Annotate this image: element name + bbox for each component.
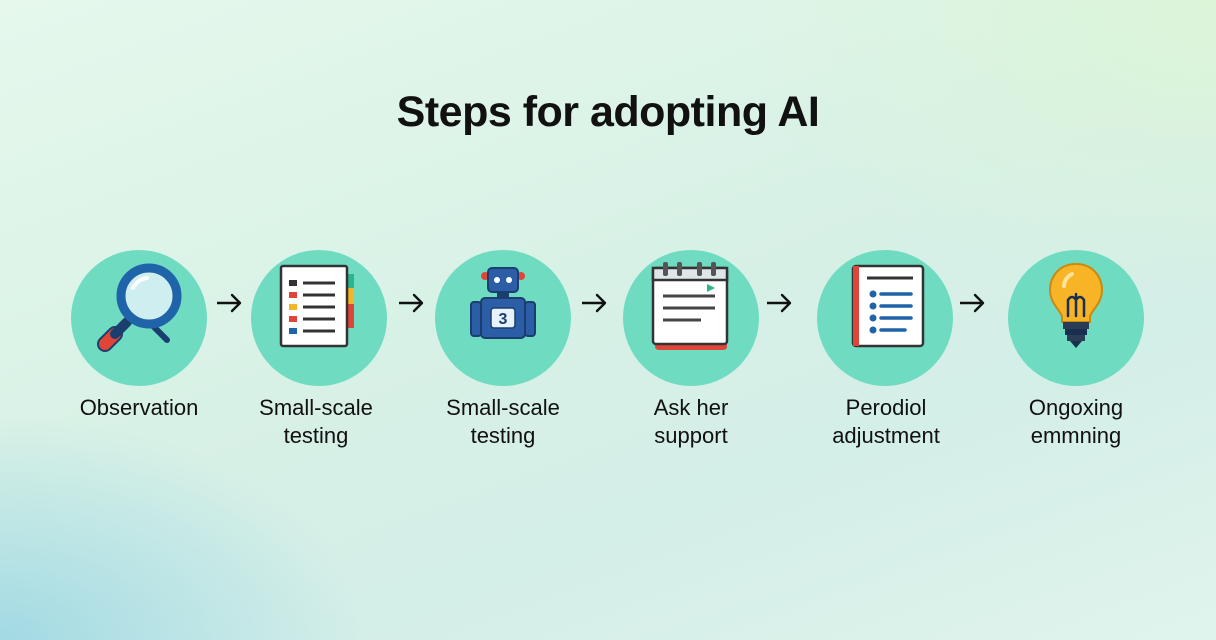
step-label: Ongoxing emmning	[981, 394, 1171, 450]
checklist-icon	[279, 264, 354, 348]
step-label-line1: Small-scale	[259, 395, 373, 420]
calendar-icon	[651, 262, 729, 350]
arrow-icon	[765, 290, 793, 316]
notebook-icon	[851, 264, 925, 348]
step-label: Small-scale testing	[221, 394, 411, 450]
step-label-line1: Observation	[79, 395, 199, 420]
step-label: Small-scale testing	[408, 394, 598, 450]
step-label: Ask her support	[596, 394, 786, 450]
step-label-line1: Perodiol	[845, 395, 927, 420]
step-circle: 3	[435, 250, 571, 386]
step-label-line2: testing	[283, 423, 349, 448]
step-label-line2: support	[654, 423, 728, 448]
step-label-line2: testing	[470, 423, 536, 448]
arrow-icon	[397, 290, 425, 316]
step-label-line1: Ask her	[653, 395, 729, 420]
robot-icon: 3	[470, 267, 536, 339]
step-label-line1: Ongoxing	[1028, 395, 1124, 420]
robot-badge: 3	[499, 311, 508, 328]
arrow-icon	[958, 290, 986, 316]
step-label-line1: Small-scale	[446, 395, 560, 420]
arrow-icon	[215, 290, 243, 316]
step-circle	[623, 250, 759, 386]
step-circle	[251, 250, 387, 386]
step-label: Observation	[44, 394, 234, 422]
step-circle	[1008, 250, 1144, 386]
step-circle	[817, 250, 953, 386]
magnifier-icon	[97, 263, 182, 352]
page-title: Steps for adopting AI	[396, 88, 820, 136]
step-label-line2: adjustment	[832, 423, 940, 448]
arrow-icon	[580, 290, 608, 316]
step-label-line2: emmning	[1030, 423, 1122, 448]
step-label: Perodiol adjustment	[791, 394, 981, 450]
step-circle	[71, 250, 207, 386]
lightbulb-icon	[1048, 262, 1104, 348]
